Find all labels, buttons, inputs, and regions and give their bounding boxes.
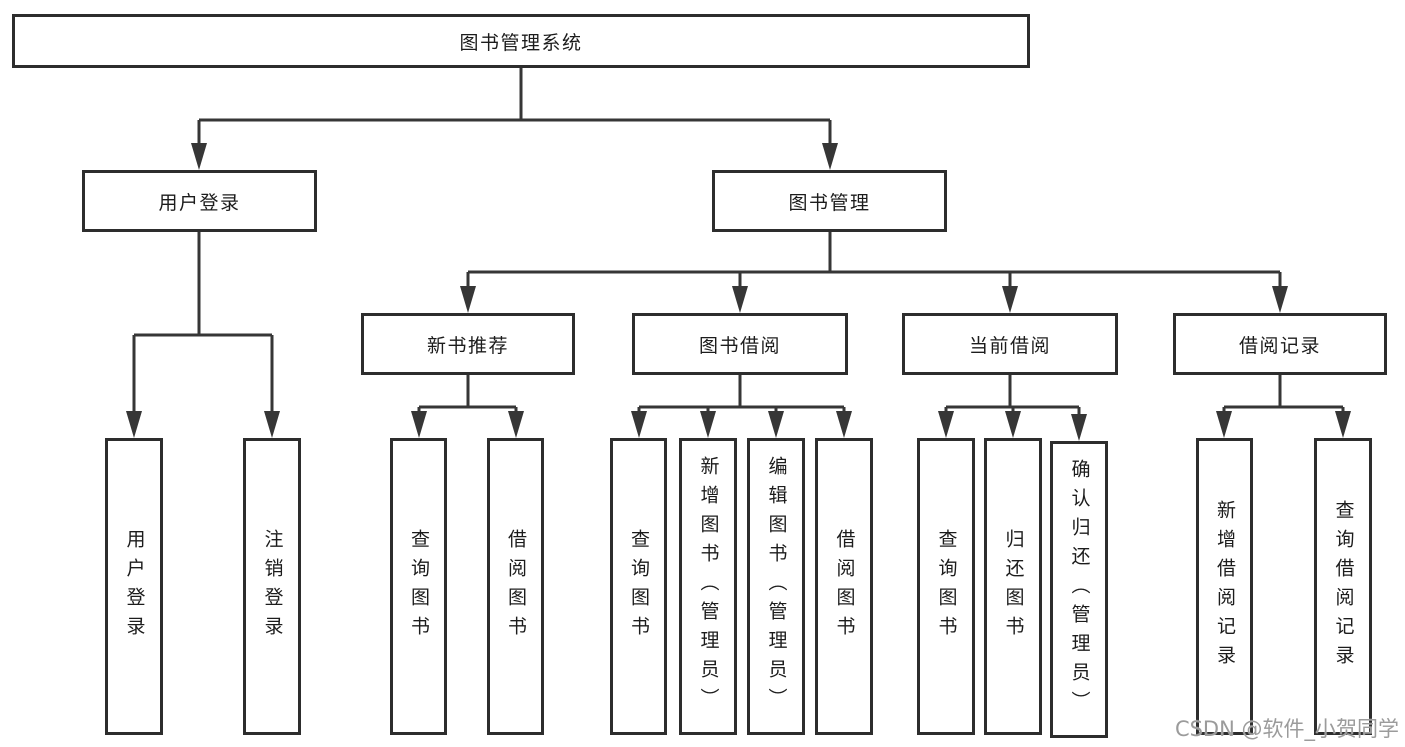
connector-book-management bbox=[466, 232, 1282, 290]
leaf-return-books: 归还图书 bbox=[984, 438, 1042, 735]
node-current-borrowing-label: 当前借阅 bbox=[968, 334, 1051, 357]
leaf-query-books-current-label: 查询图书 bbox=[935, 528, 958, 645]
leaf-query-books-borrowing: 查询图书 bbox=[610, 438, 667, 735]
connector-user-login bbox=[132, 232, 274, 414]
leaf-user-login: 用户登录 bbox=[105, 438, 163, 735]
leaf-query-borrow-record: 查询借阅记录 bbox=[1314, 438, 1372, 735]
leaf-borrow-books-borrowing: 借阅图书 bbox=[815, 438, 873, 735]
node-book-borrowing-label: 图书借阅 bbox=[698, 334, 781, 357]
leaf-return-books-label: 归还图书 bbox=[1002, 528, 1025, 645]
leaf-logout: 注销登录 bbox=[243, 438, 301, 735]
leaf-query-books-recommend: 查询图书 bbox=[390, 438, 447, 735]
leaf-borrow-books-recommend: 借阅图书 bbox=[487, 438, 544, 735]
node-root: 图书管理系统 bbox=[12, 14, 1030, 68]
watermark: CSDN @软件_小贺同学 bbox=[1174, 717, 1399, 741]
node-book-management: 图书管理 bbox=[712, 170, 947, 232]
node-borrowing-records: 借阅记录 bbox=[1173, 313, 1387, 375]
connector-current-borrowing bbox=[944, 375, 1081, 417]
leaf-borrow-books-recommend-label: 借阅图书 bbox=[505, 528, 527, 645]
node-current-borrowing: 当前借阅 bbox=[902, 313, 1118, 375]
leaf-confirm-return-admin-label: 确认归还（管理员） bbox=[1068, 459, 1091, 720]
node-book-management-label: 图书管理 bbox=[788, 191, 871, 214]
node-user-login: 用户登录 bbox=[82, 170, 317, 232]
leaf-query-borrow-record-label: 查询借阅记录 bbox=[1332, 499, 1355, 674]
connector-book-borrowing bbox=[637, 375, 846, 414]
leaf-add-books-admin: 新增图书（管理员） bbox=[679, 438, 737, 735]
node-borrowing-records-label: 借阅记录 bbox=[1238, 334, 1321, 357]
leaf-add-books-admin-label: 新增图书（管理员） bbox=[697, 456, 720, 717]
leaf-query-books-current: 查询图书 bbox=[917, 438, 975, 735]
leaf-logout-label: 注销登录 bbox=[261, 528, 284, 645]
leaf-add-borrow-record: 新增借阅记录 bbox=[1196, 438, 1253, 735]
leaf-edit-books-admin: 编辑图书（管理员） bbox=[747, 438, 805, 735]
leaf-borrow-books-borrowing-label: 借阅图书 bbox=[833, 528, 856, 645]
leaf-query-books-recommend-label: 查询图书 bbox=[408, 528, 430, 645]
leaf-edit-books-admin-label: 编辑图书（管理员） bbox=[765, 456, 788, 717]
connector-borrowing-records bbox=[1222, 375, 1345, 414]
leaf-user-login-label: 用户登录 bbox=[123, 528, 146, 645]
connector-new-book-recommend bbox=[417, 375, 518, 414]
leaf-query-books-borrowing-label: 查询图书 bbox=[628, 528, 650, 645]
node-book-borrowing: 图书借阅 bbox=[632, 313, 848, 375]
node-user-login-label: 用户登录 bbox=[158, 191, 241, 214]
connector-root bbox=[197, 68, 832, 146]
leaf-confirm-return-admin: 确认归还（管理员） bbox=[1050, 441, 1108, 738]
leaf-add-borrow-record-label: 新增借阅记录 bbox=[1214, 499, 1236, 674]
node-new-book-recommend: 新书推荐 bbox=[361, 313, 575, 375]
node-new-book-recommend-label: 新书推荐 bbox=[426, 334, 509, 357]
node-root-label: 图书管理系统 bbox=[459, 31, 583, 54]
